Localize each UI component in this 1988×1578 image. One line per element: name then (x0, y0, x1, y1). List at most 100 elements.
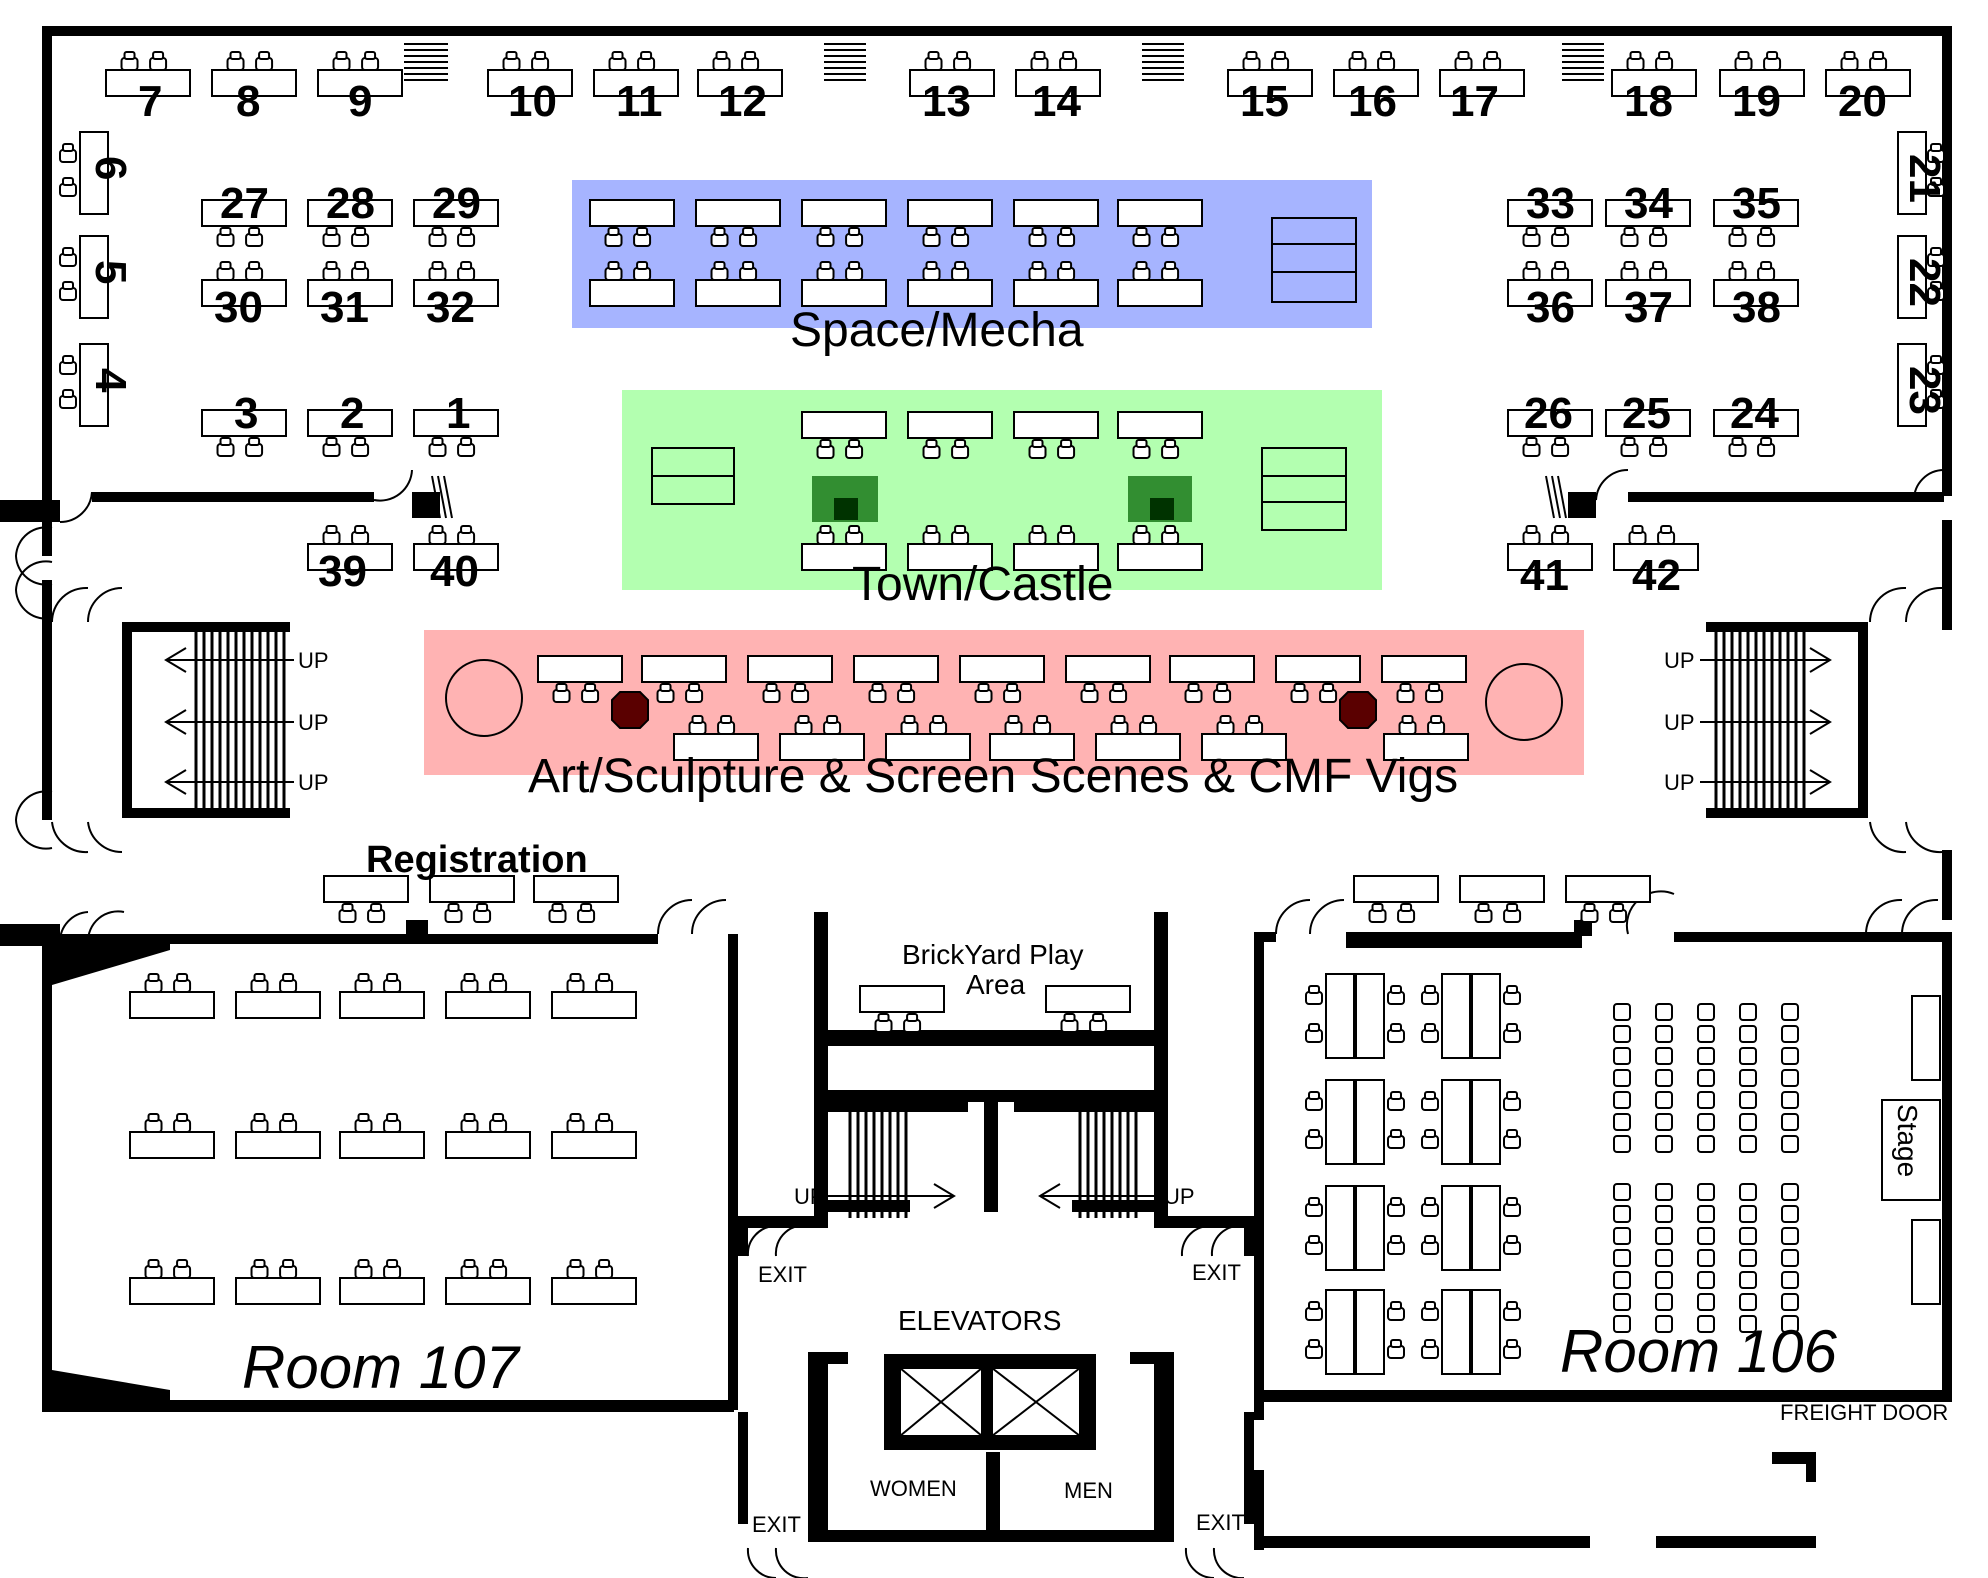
table (1713, 261, 1799, 307)
pillar-octagon (611, 691, 649, 729)
table (641, 655, 727, 703)
chair (1305, 1339, 1323, 1359)
table (1353, 875, 1439, 923)
chair (1728, 437, 1747, 457)
chair (794, 715, 813, 735)
town-castle-accent (812, 476, 1192, 522)
seat (1739, 1227, 1757, 1245)
chair (444, 903, 463, 923)
table-number: 28 (326, 179, 375, 228)
table-number: 31 (320, 283, 369, 332)
table (1383, 715, 1469, 761)
table (859, 985, 945, 1033)
chair (1474, 903, 1493, 923)
chair (1628, 525, 1647, 545)
chair (457, 261, 476, 281)
chair (1483, 51, 1502, 71)
chair (245, 227, 264, 247)
chair (633, 227, 652, 247)
chair (279, 1113, 298, 1133)
chair (279, 973, 298, 993)
chair (383, 1113, 402, 1133)
seat (1781, 1227, 1799, 1245)
chair (1348, 51, 1367, 71)
seat (1781, 1315, 1799, 1333)
chair (1387, 985, 1405, 1005)
stage (1881, 1099, 1941, 1201)
exit-label: EXIT (1192, 1260, 1241, 1285)
chair (149, 51, 168, 71)
chair (531, 51, 550, 71)
shelf-units (651, 217, 1357, 531)
chair (608, 51, 627, 71)
table (307, 261, 393, 307)
chair (903, 1013, 922, 1033)
table (801, 411, 887, 459)
chair (428, 261, 447, 281)
table-pair (1305, 973, 1405, 1059)
seat (1613, 1135, 1631, 1153)
seat (1655, 1025, 1673, 1043)
chair (1271, 51, 1290, 71)
chair (1004, 715, 1023, 735)
table-number: 39 (318, 547, 367, 596)
chair (929, 715, 948, 735)
stairs-right (1700, 632, 1858, 808)
chair (1927, 143, 1945, 163)
table (801, 199, 887, 247)
table (129, 1113, 215, 1159)
table-number: 10 (508, 77, 557, 126)
chair (1368, 903, 1387, 923)
table-number: 1 (446, 389, 470, 438)
table-pair (1421, 1289, 1521, 1375)
chair (1161, 525, 1180, 545)
chair (1161, 261, 1180, 281)
chair (1305, 1129, 1323, 1149)
up-label: UP (298, 710, 329, 735)
chair (383, 1259, 402, 1279)
table (1117, 261, 1203, 307)
table (1507, 409, 1593, 457)
seat (1781, 1249, 1799, 1267)
chair (845, 525, 864, 545)
seat (1781, 1003, 1799, 1021)
chair (1305, 985, 1323, 1005)
chair (250, 973, 269, 993)
table (1565, 875, 1651, 923)
chair (351, 437, 370, 457)
table (1605, 261, 1691, 307)
chair (1728, 227, 1747, 247)
chair (322, 437, 341, 457)
chair (1184, 683, 1203, 703)
chair (1305, 1235, 1323, 1255)
chair (595, 973, 614, 993)
chair (1421, 1339, 1439, 1359)
table (697, 51, 783, 97)
table (1333, 51, 1419, 97)
chair (633, 261, 652, 281)
table (1605, 409, 1691, 457)
chair (1421, 1197, 1439, 1217)
chair (1080, 683, 1099, 703)
chair (1319, 683, 1338, 703)
table (1201, 715, 1287, 761)
table-number: 6 (86, 156, 135, 180)
chair (1551, 261, 1570, 281)
chair (951, 525, 970, 545)
chair (1387, 1235, 1405, 1255)
display-circle (1485, 663, 1563, 741)
stairs-center (828, 1102, 1164, 1218)
table-number: 36 (1526, 283, 1575, 332)
table (1065, 655, 1151, 703)
chair (216, 437, 235, 457)
chair (502, 51, 521, 71)
chair (922, 525, 941, 545)
chair (739, 261, 758, 281)
seat (1655, 1271, 1673, 1289)
table-number: 35 (1732, 179, 1781, 228)
table-number: 27 (220, 179, 269, 228)
chair (900, 715, 919, 735)
room-107-label: Room 107 (242, 1334, 521, 1401)
chair (354, 1259, 373, 1279)
table (201, 199, 287, 247)
